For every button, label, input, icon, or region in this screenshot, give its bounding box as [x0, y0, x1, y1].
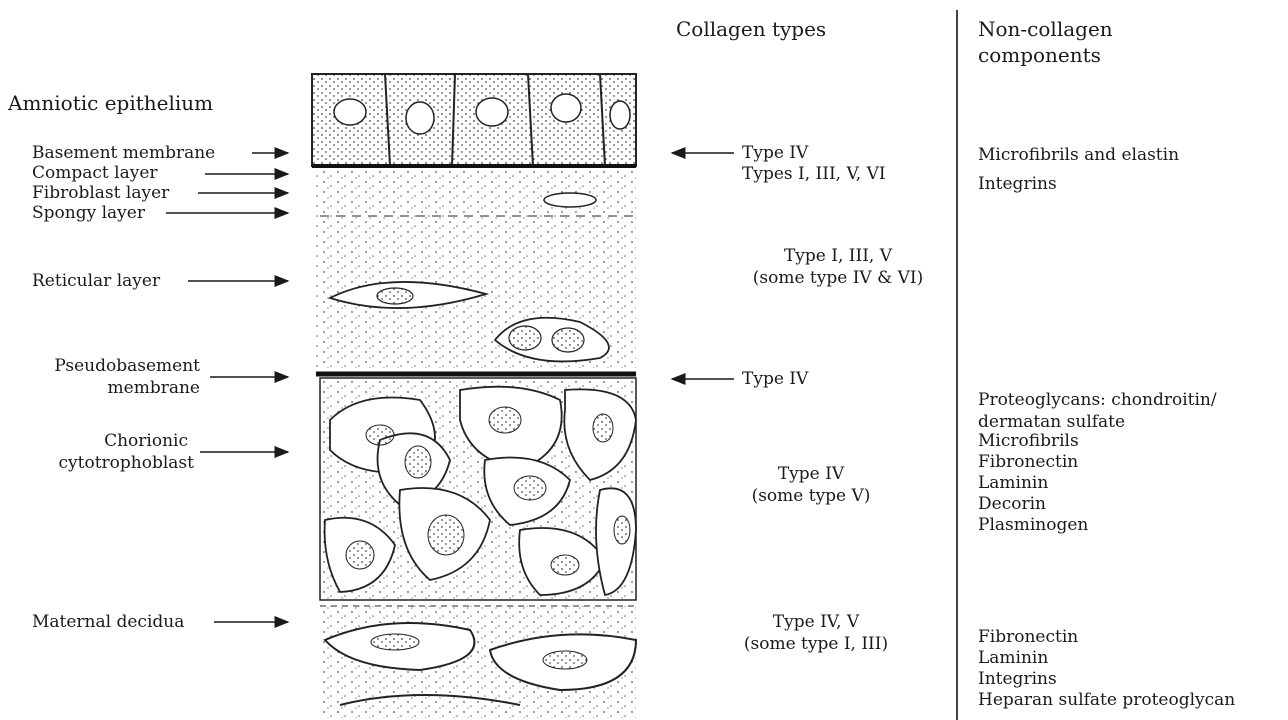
- noncollagen-n4-list: Fibronectin Laminin Integrins Heparan su…: [978, 627, 1235, 711]
- non-collagen-header-line2: components: [978, 42, 1101, 68]
- collagen-g1-line1: Type IV: [742, 143, 808, 163]
- list-item: Fibronectin: [978, 627, 1235, 648]
- cytotrophoblast-cells: [320, 378, 636, 600]
- label-chorionic-line2: cytotrophoblast: [10, 453, 194, 473]
- collagen-g1-line2: Types I, III, V, VI: [742, 164, 886, 184]
- list-item: Integrins: [978, 669, 1235, 690]
- noncollagen-n1-line2: Integrins: [978, 174, 1057, 194]
- non-collagen-header-line1: Non-collagen: [978, 16, 1113, 42]
- list-item: Decorin: [978, 494, 1088, 515]
- label-spongy-layer: Spongy layer: [32, 203, 145, 223]
- collagen-g5-line2: (some type I, III): [716, 634, 916, 654]
- epithelium-cells: [312, 74, 636, 166]
- list-item: Plasminogen: [978, 515, 1088, 536]
- label-compact-layer: Compact layer: [32, 163, 158, 183]
- collagen-g2-line1: Type I, III, V: [730, 246, 946, 266]
- label-maternal-decidua: Maternal decidua: [32, 612, 184, 632]
- collagen-g4-line2: (some type V): [716, 486, 906, 506]
- list-item: Heparan sulfate proteoglycan: [978, 690, 1235, 711]
- noncollagen-n1-line1: Microfibrils and elastin: [978, 145, 1179, 165]
- collagen-g3-line1: Type IV: [742, 369, 808, 389]
- decidua-cells: [320, 606, 636, 718]
- noncollagen-n3-list: Microfibrils Fibronectin Laminin Decorin…: [978, 431, 1088, 536]
- label-chorionic-line1: Chorionic: [10, 431, 188, 451]
- list-item: Microfibrils: [978, 431, 1088, 452]
- noncollagen-n2-line2: dermatan sulfate: [978, 412, 1125, 432]
- label-basement-membrane: Basement membrane: [32, 143, 215, 163]
- label-fibroblast-layer: Fibroblast layer: [32, 183, 169, 203]
- list-item: Laminin: [978, 473, 1088, 494]
- collagen-types-header: Collagen types: [676, 16, 826, 42]
- collagen-arrows: [672, 153, 734, 379]
- list-item: Laminin: [978, 648, 1235, 669]
- connective-layers: [316, 170, 636, 374]
- collagen-g4-line1: Type IV: [716, 464, 906, 484]
- collagen-g2-line2: (some type IV & VI): [730, 268, 946, 288]
- label-reticular-layer: Reticular layer: [32, 271, 160, 291]
- collagen-g5-line1: Type IV, V: [716, 612, 916, 632]
- column-divider: [956, 10, 958, 720]
- list-item: Fibronectin: [978, 452, 1088, 473]
- label-amniotic-epithelium: Amniotic epithelium: [8, 90, 213, 116]
- noncollagen-n2-line1: Proteoglycans: chondroitin/: [978, 390, 1217, 410]
- label-pseudobasement-line1: Pseudobasement: [10, 356, 200, 376]
- label-pseudobasement-line2: membrane: [10, 378, 200, 398]
